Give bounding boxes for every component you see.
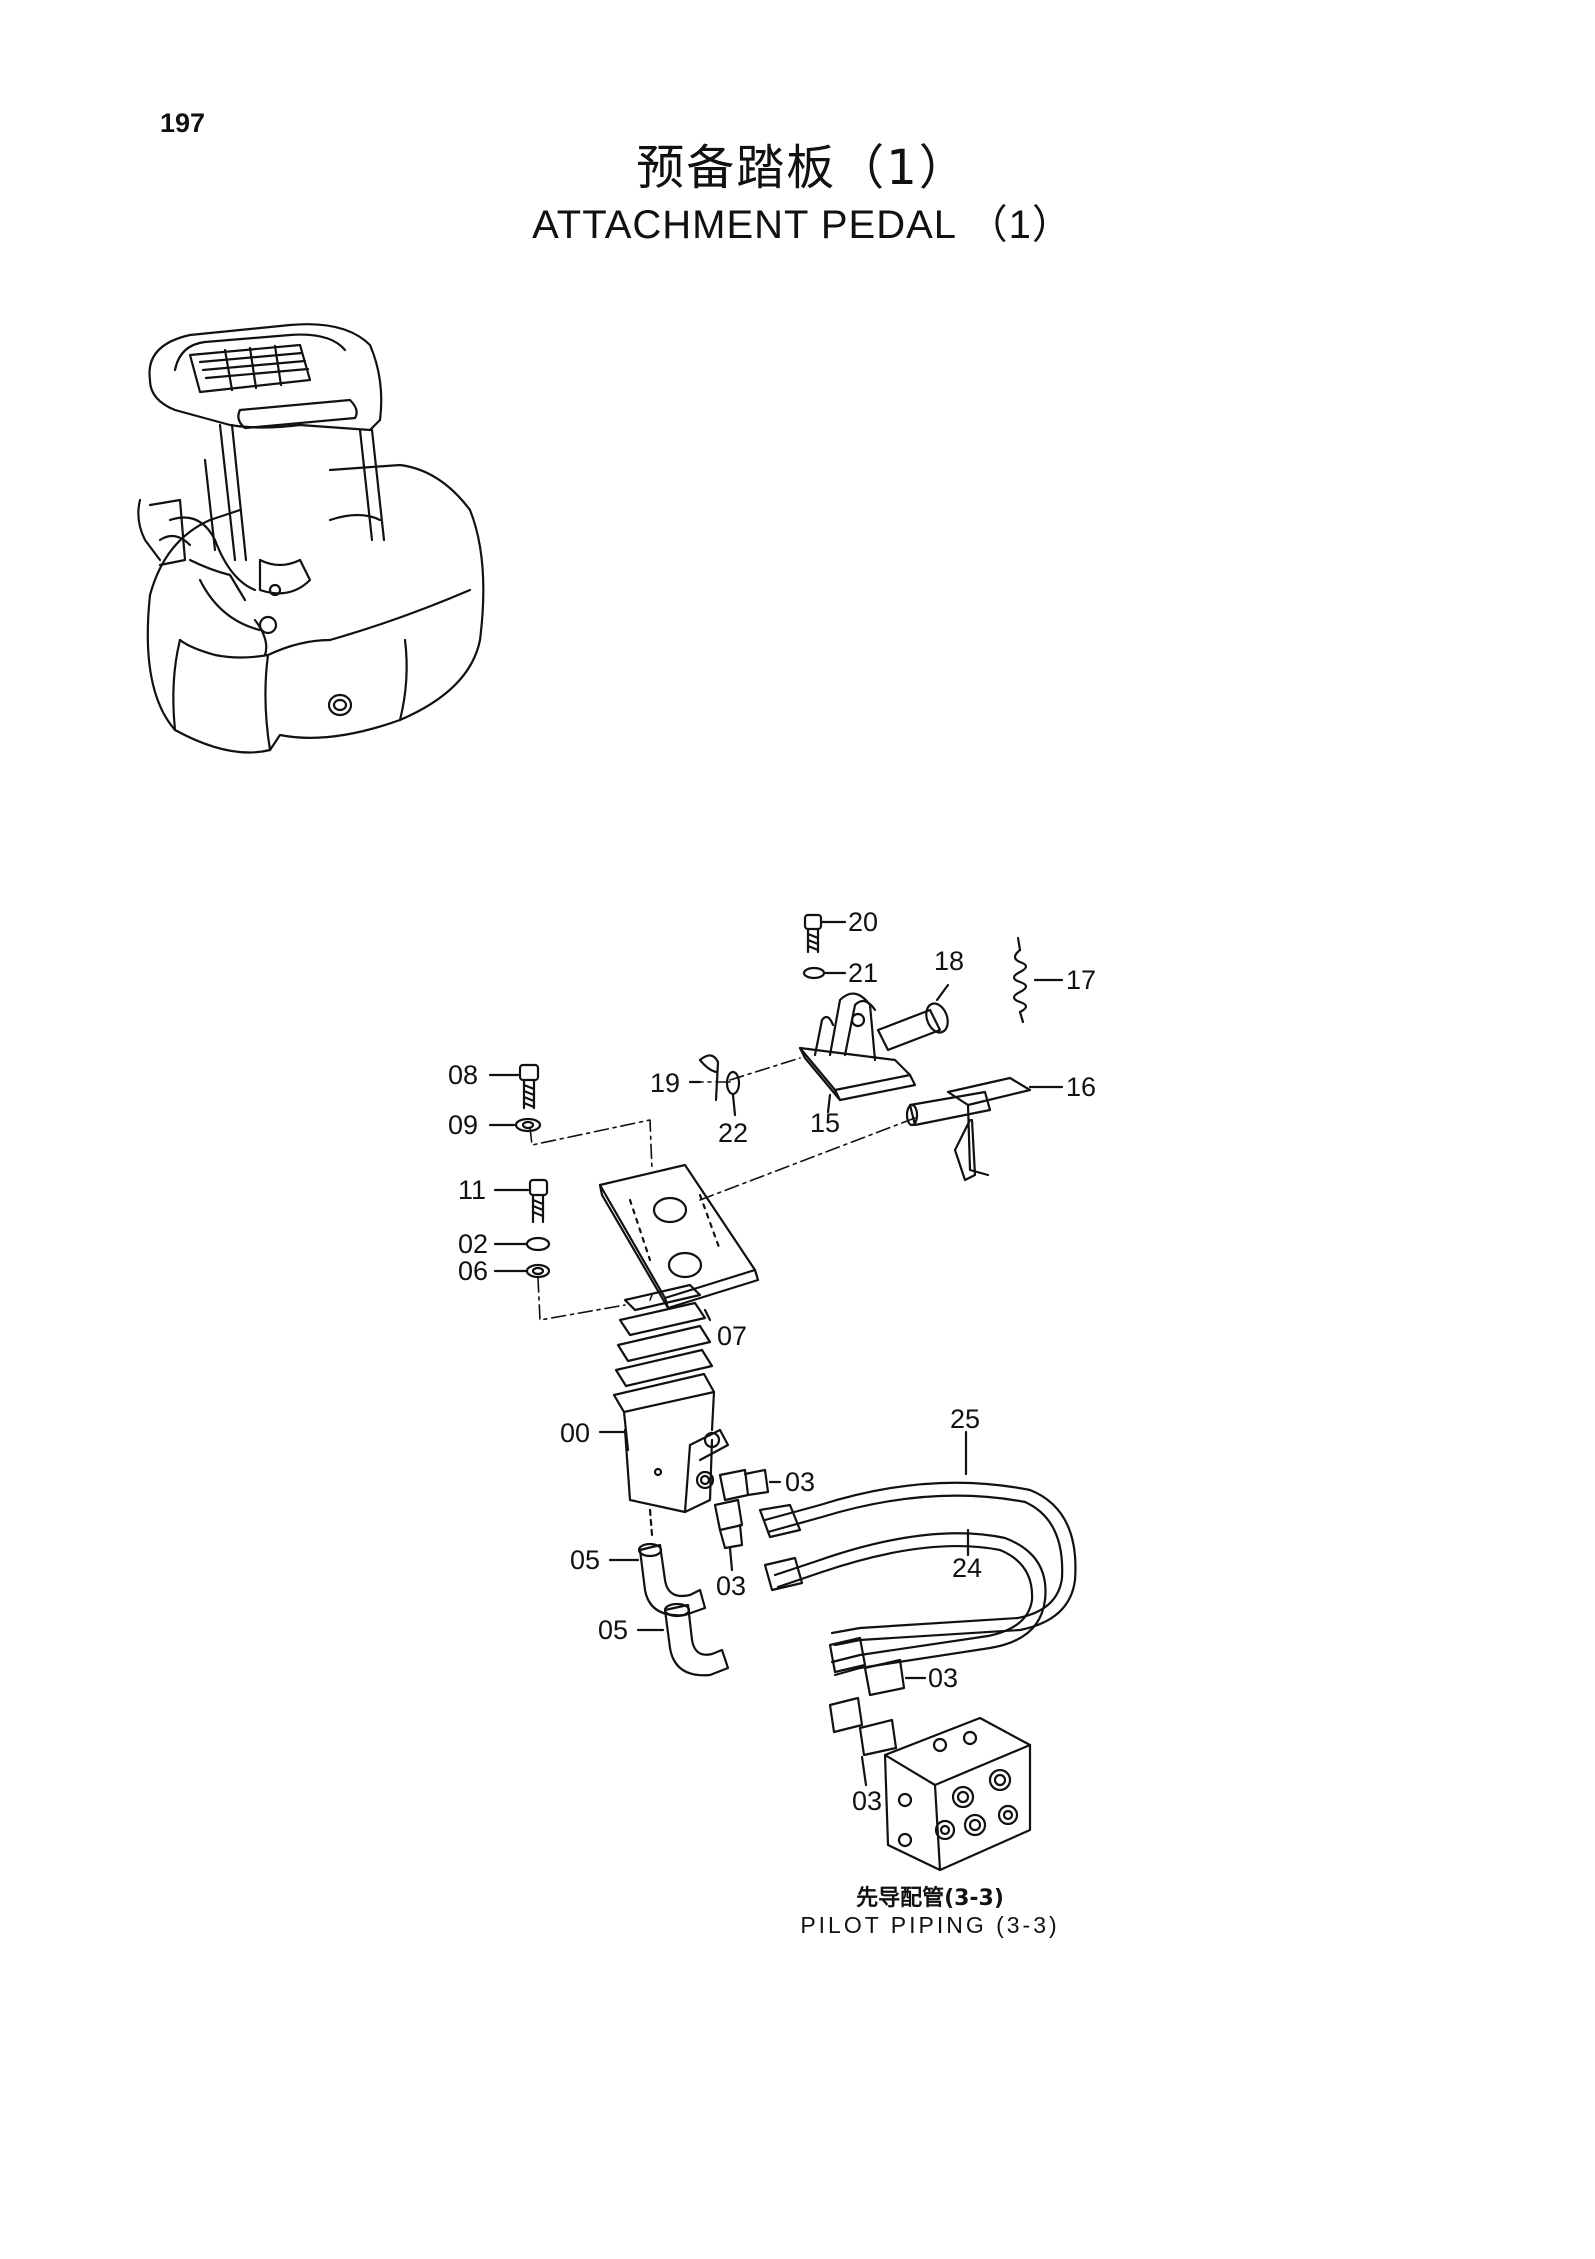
bolt-11 bbox=[493, 1178, 549, 1224]
callout-03-manifold-lower: 03 bbox=[852, 1786, 882, 1816]
bolt-20 bbox=[803, 913, 847, 954]
hose-24 bbox=[763, 1528, 1047, 1677]
bracket-15 bbox=[798, 992, 917, 1114]
callout-11: 11 bbox=[458, 1175, 486, 1205]
pin-18 bbox=[876, 983, 950, 1052]
callout-20: 20 bbox=[848, 907, 878, 937]
fitting-03-lower bbox=[713, 1498, 744, 1572]
washer-21 bbox=[802, 966, 847, 980]
machine-overview-illustration bbox=[137, 323, 485, 754]
washer-22 bbox=[725, 1070, 741, 1117]
pedal-07 bbox=[598, 1163, 760, 1322]
callout-07: 07 bbox=[717, 1321, 747, 1351]
reference-label-english: PILOT PIPING (3-3) bbox=[800, 1912, 1060, 1938]
callout-02: 02 bbox=[458, 1229, 488, 1259]
callout-03-manifold-upper: 03 bbox=[928, 1663, 958, 1693]
callout-19: 19 bbox=[650, 1068, 680, 1098]
callout-09: 09 bbox=[448, 1110, 478, 1140]
cotter-pin-19 bbox=[688, 1054, 720, 1102]
callout-00: 00 bbox=[560, 1418, 590, 1448]
pilot-valve-00 bbox=[598, 1283, 730, 1537]
callout-17: 17 bbox=[1066, 965, 1096, 995]
hose-25 bbox=[758, 1430, 1077, 1647]
callout-21: 21 bbox=[848, 958, 878, 988]
title-chinese: 预备踏板（1） bbox=[636, 140, 969, 196]
elbow-05-upper bbox=[608, 1542, 707, 1617]
callout-05-lower: 05 bbox=[598, 1615, 628, 1645]
washer-06 bbox=[493, 1263, 551, 1279]
pedal-bracket-16 bbox=[905, 1076, 1064, 1182]
callout-18: 18 bbox=[934, 946, 964, 976]
callout-03-valve-lower: 03 bbox=[716, 1571, 746, 1601]
callout-22: 22 bbox=[718, 1118, 748, 1148]
washer-02 bbox=[493, 1236, 551, 1252]
page-number: 197 bbox=[160, 108, 206, 138]
callout-08: 08 bbox=[448, 1060, 478, 1090]
callout-24: 24 bbox=[952, 1553, 982, 1583]
reference-label-chinese: 先导配管(3-3) bbox=[856, 1886, 1004, 1911]
callout-05-upper: 05 bbox=[570, 1545, 600, 1575]
washer-09 bbox=[488, 1117, 542, 1133]
spring-17 bbox=[1012, 936, 1064, 1024]
title-english: ATTACHMENT PEDAL （1） bbox=[532, 203, 1073, 247]
callout-15: 15 bbox=[810, 1108, 840, 1138]
assembly-lines bbox=[529, 1057, 916, 1321]
callout-16: 16 bbox=[1066, 1072, 1096, 1102]
fitting-03-upper bbox=[718, 1468, 782, 1502]
manifold-block bbox=[883, 1716, 1032, 1872]
fitting-03-manifold-lower bbox=[828, 1696, 898, 1787]
bolt-08 bbox=[488, 1063, 540, 1110]
callout-06: 06 bbox=[458, 1256, 488, 1286]
callout-03-valve-upper: 03 bbox=[785, 1467, 815, 1497]
fitting-03-manifold-upper bbox=[828, 1636, 927, 1697]
elbow-05-lower bbox=[636, 1602, 730, 1677]
callout-25: 25 bbox=[950, 1404, 980, 1434]
